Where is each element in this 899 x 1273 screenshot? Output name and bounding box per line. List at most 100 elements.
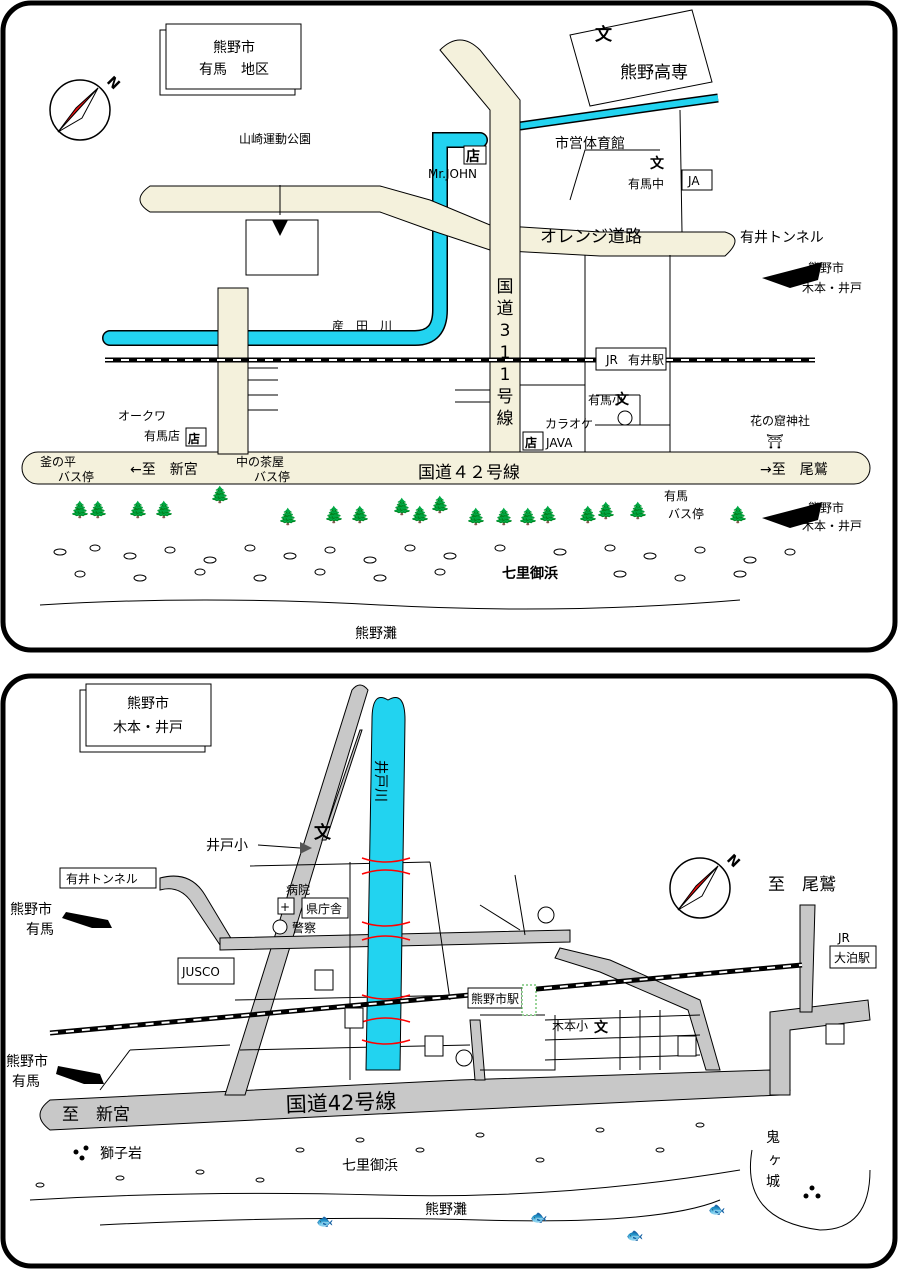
to-kimoto-1b: 木本・井戸: [802, 281, 862, 295]
nada-label-2: 熊野灘: [425, 1202, 467, 1218]
svg-text:🐟: 🐟: [316, 1214, 333, 1230]
svg-text:1: 1: [500, 365, 511, 385]
java-label: JAVA: [545, 436, 573, 450]
svg-text:🌲: 🌲: [350, 505, 370, 524]
tunnel-label: 有井トンネル: [740, 230, 824, 246]
map1-title-line1: 熊野市: [213, 39, 255, 56]
idosho-pointer: [300, 842, 312, 854]
jr-mark-odomari: JR: [837, 931, 850, 945]
map2-title-line2: 木本・井戸: [113, 720, 183, 736]
store-mark-mrjohn: 店: [466, 148, 480, 165]
svg-text:🌲: 🌲: [466, 507, 486, 526]
shichiri-label-1: 七里御浜: [502, 565, 558, 582]
svg-text:🌲: 🌲: [410, 505, 430, 524]
svg-text:🌲: 🌲: [88, 500, 108, 519]
kumanoshi-station-label: 熊野市駅: [471, 991, 519, 1006]
kamanohira-2: バス停: [58, 469, 94, 484]
svg-text:🌲: 🌲: [154, 500, 174, 519]
map1-title-box: [165, 23, 302, 90]
route42-label: 国道４２号線: [418, 463, 520, 483]
kosen-box: [569, 9, 713, 107]
svg-text:🌲: 🌲: [494, 507, 514, 526]
orange-road-label: オレンジ道路: [540, 227, 642, 247]
svg-text:🌲: 🌲: [278, 507, 298, 526]
svg-text:🌲: 🌲: [392, 497, 412, 516]
river-ubuta: [102, 93, 719, 346]
shichiri-label-2: 七里御浜: [342, 1158, 398, 1174]
svg-text:🌲: 🌲: [728, 505, 748, 524]
police-icon: [272, 919, 288, 935]
post-office-icon: [617, 410, 633, 426]
beach-pebbles-1: [39, 544, 796, 610]
nakanochaya-2: バス停: [254, 469, 290, 484]
idosho-label: 井戸小: [206, 838, 248, 854]
school-mark-ido: 文: [314, 822, 332, 843]
svg-text:国: 国: [497, 277, 514, 297]
svg-text:🐟: 🐟: [708, 1202, 725, 1218]
to-kimoto-2a: 熊野市: [808, 500, 844, 515]
to-arima-2a: 熊野市: [6, 1053, 48, 1070]
svg-text:🌲: 🌲: [324, 505, 344, 524]
school-mark-arimasho: 文: [615, 391, 630, 408]
svg-text:道: 道: [497, 299, 514, 319]
to-shingu-label: ←至 新宮: [130, 462, 198, 478]
okuwa-label: オークワ: [118, 409, 166, 423]
onigajo-coast: [750, 1149, 871, 1231]
route311-label: 国 道 3 1 1 号 線: [497, 277, 514, 429]
route42-label-2: 国道42号線: [285, 1089, 397, 1117]
roads-kimoto: [39, 684, 871, 1131]
to-owase-label-2: 至 尾鷲: [768, 875, 836, 895]
torii-icon: ⛩: [766, 434, 784, 450]
to-kimoto-1a: 熊野市: [808, 260, 844, 275]
jusco-label: JUSCO: [181, 965, 220, 979]
arimasho-label: 有馬小: [588, 393, 624, 407]
railway-kimoto: [49, 962, 803, 1036]
store-mark-okuwa: 店: [188, 431, 200, 446]
kosen-label: 熊野高専: [620, 63, 688, 83]
svg-text:🌲: 🌲: [518, 507, 538, 526]
svg-text:🐟: 🐟: [626, 1228, 643, 1244]
svg-text:🐟: 🐟: [530, 1210, 547, 1226]
shrine-label: 花の窟神社: [750, 413, 810, 428]
to-owase-label: →至 尾鷲: [760, 462, 828, 478]
nakanochaya-1: 中の茶屋: [236, 454, 284, 469]
beach-pebbles-2: [29, 1122, 741, 1226]
svg-text:3: 3: [500, 321, 511, 341]
to-arima-1b: 有馬: [26, 922, 54, 938]
svg-text:🌲: 🌲: [128, 500, 148, 519]
park-marker-icon: [272, 220, 288, 236]
svg-text:🌲: 🌲: [628, 501, 648, 520]
arimachu-label: 有馬中: [628, 176, 664, 191]
svg-text:🌲: 🌲: [430, 495, 450, 514]
arrow-to-arima-1: [62, 912, 112, 928]
ja-label: JA: [687, 174, 700, 188]
post-office-icon-2: [537, 906, 555, 924]
karaoke-label: カラオケ: [545, 417, 593, 431]
tunnel-label-2: 有井トンネル: [66, 872, 138, 886]
nada-label-1: 熊野灘: [355, 626, 397, 642]
station-platform: [521, 984, 537, 1016]
kimotosho-label: 木本小: [552, 1019, 588, 1033]
gym-label: 市営体育館: [555, 135, 625, 152]
kamanohira-1: 釜の平: [40, 454, 76, 469]
park-label: 山崎運動公園: [239, 132, 311, 146]
svg-text:号: 号: [497, 387, 514, 407]
arrow-to-arima-2: [56, 1066, 104, 1084]
school-mark-kosen: 文: [595, 24, 613, 45]
river-ido: [365, 697, 406, 1071]
building-icons: [314, 969, 845, 1067]
roads-arima: [21, 39, 871, 485]
jr-mark-arii: JR: [605, 353, 618, 367]
hospital-label: 病院: [286, 882, 310, 897]
hospital-icon: [277, 897, 295, 915]
pref-office-label: 県庁舎: [306, 902, 342, 916]
map2-title-line1: 熊野市: [127, 695, 169, 712]
svg-text:🌲: 🌲: [210, 485, 230, 504]
svg-text:🌲: 🌲: [596, 501, 616, 520]
arima-bus-1: 有馬: [664, 489, 688, 503]
svg-text:🌲: 🌲: [578, 505, 598, 524]
thin-streets-kimoto: [99, 861, 701, 1091]
to-arima-2b: 有馬: [12, 1074, 40, 1090]
map-kimoto: 熊野市 木本・井戸 N: [0, 673, 898, 1269]
police-label: 警察: [292, 920, 316, 935]
